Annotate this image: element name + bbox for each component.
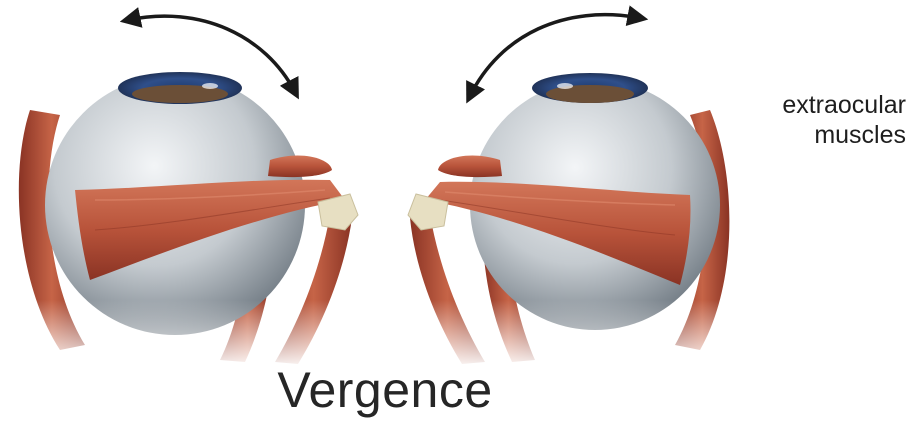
extraocular-muscles-label: extraocular muscles xyxy=(782,90,906,150)
left-eye-oblique-muscle xyxy=(268,155,332,177)
right-eye-oblique-muscle xyxy=(438,155,502,177)
right-eye xyxy=(395,73,775,370)
label-line-1: extraocular xyxy=(782,90,906,120)
diagram-caption: Vergence xyxy=(0,360,770,420)
left-eye xyxy=(0,72,380,370)
label-line-2: muscles xyxy=(782,120,906,150)
